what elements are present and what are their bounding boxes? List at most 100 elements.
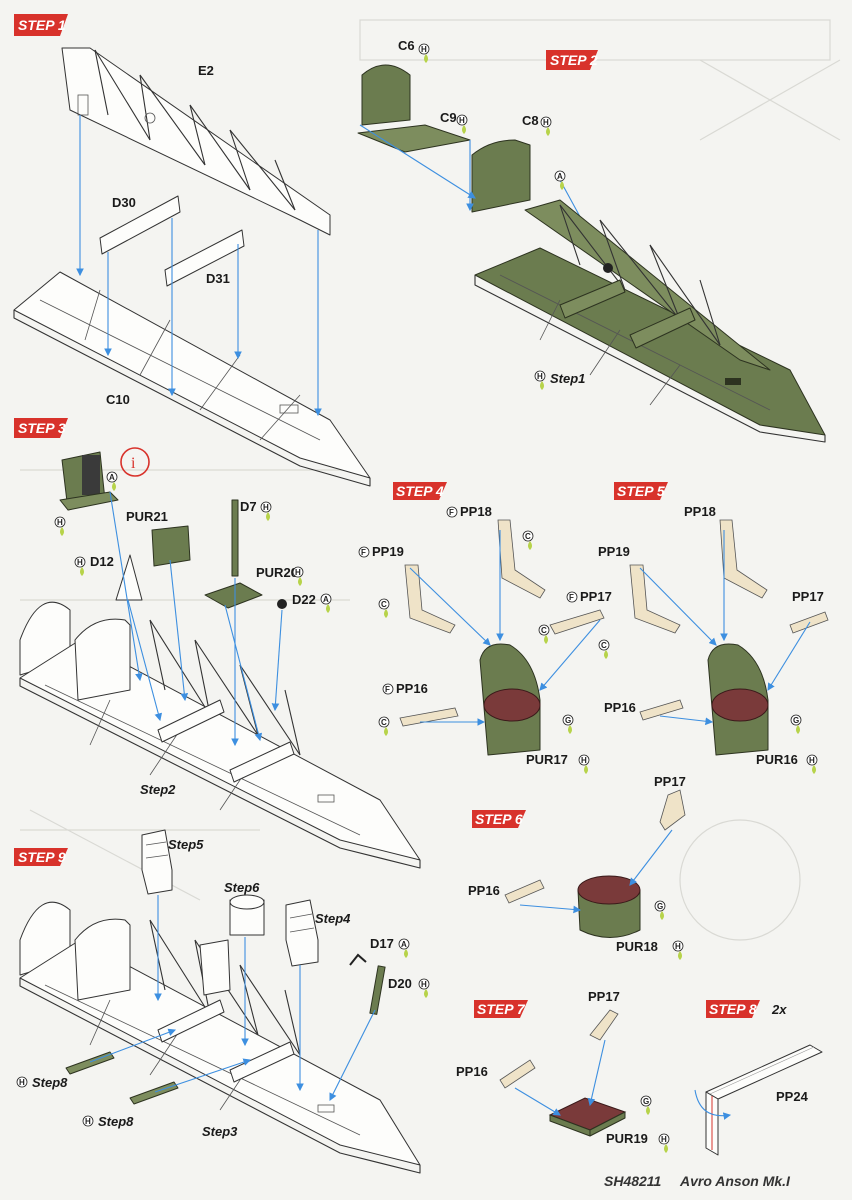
- part-D30: [99, 195, 181, 255]
- part-D22: [277, 599, 287, 609]
- label-PP19: PP19: [372, 544, 404, 559]
- label-PUR17: PUR17: [526, 752, 568, 767]
- label-C10: C10: [106, 392, 130, 407]
- step2-group: STEP 2 C6 C9 C8 Step1: [357, 38, 826, 443]
- label-PUR19: PUR19: [606, 1131, 648, 1146]
- ref-step6: Step6: [224, 880, 260, 895]
- paint-A-s2: A: [557, 172, 563, 181]
- part-PP19: [404, 564, 456, 634]
- label-D7: D7: [240, 499, 257, 514]
- paint-H-d7: H: [263, 503, 269, 512]
- part-C8: [471, 139, 531, 213]
- label-D20: D20: [388, 976, 412, 991]
- part-PUR17: [479, 643, 541, 756]
- ref-step1: Step1: [550, 371, 585, 386]
- ref-step3: Step3: [202, 1124, 238, 1139]
- info-icon-letter: i: [131, 455, 136, 472]
- paint-H-c8: H: [543, 118, 549, 127]
- label-D12: D12: [90, 554, 114, 569]
- step8-title: STEP 8: [709, 1001, 757, 1017]
- paint-G-pur16: G: [793, 716, 799, 725]
- part-D31: [164, 229, 245, 287]
- label-PP18-s5: PP18: [684, 504, 716, 519]
- paint-F-pp18: F: [449, 508, 454, 517]
- step4-title: STEP 4: [396, 483, 444, 499]
- paint-H-step1ref: H: [537, 372, 543, 381]
- part-PP19-s5: [629, 564, 681, 634]
- step1-banner: [14, 14, 68, 36]
- paint-H-pur19: H: [661, 1135, 667, 1144]
- step3-banner: [14, 418, 68, 438]
- part-C9: [357, 124, 471, 153]
- seat-step6-inset: [229, 894, 265, 936]
- paint-C-pp17b: C: [601, 641, 607, 650]
- step8-beam-b: [129, 1081, 179, 1105]
- step4-group: STEP 4 PP18 PP19 PP17 PP16 PUR17: [372, 482, 612, 767]
- paint-G-pur19: G: [643, 1097, 649, 1106]
- step5-title: STEP 5: [617, 483, 665, 499]
- part-PP17-s5: [789, 611, 829, 634]
- step9-banner: [14, 848, 68, 866]
- part-D7: [231, 499, 239, 577]
- step8-group: STEP 8 2x PP24: [694, 1000, 823, 1156]
- paint-C-pp18: C: [525, 532, 531, 541]
- part-PP24: [705, 1044, 823, 1156]
- info-icon: [120, 447, 150, 477]
- step3-group: STEP 3 i PUR21 D12 D7 PUR20 D22: [14, 418, 421, 869]
- part-PP18: [497, 519, 546, 599]
- seat-step4-inset: [285, 899, 319, 967]
- ref-step5: Step5: [168, 837, 204, 852]
- part-D12: [115, 554, 143, 601]
- step2-assembly: [474, 199, 826, 443]
- step9-title: STEP 9: [18, 849, 66, 865]
- paint-H-step8b: H: [85, 1117, 91, 1126]
- ref-step8-b: Step8: [98, 1114, 134, 1129]
- label-E2: E2: [198, 63, 214, 78]
- footer-code: SH48211: [604, 1173, 662, 1189]
- label-PP17-s7: PP17: [588, 989, 620, 1004]
- paint-C-pp19: C: [381, 600, 387, 609]
- part-D20: [369, 965, 386, 1015]
- step2-banner: [546, 50, 598, 70]
- paint-badges: H H H A H A H H H H A F C F C F C C F C …: [16, 43, 818, 1153]
- step5-banner: [614, 482, 668, 500]
- step9-group: STEP 9 Step5 Step6 Step4: [14, 829, 421, 1174]
- label-PUR20: PUR20: [256, 565, 298, 580]
- paint-C-pp17: C: [541, 626, 547, 635]
- step6-title: STEP 6: [475, 811, 523, 827]
- part-PUR18: [577, 875, 641, 938]
- label-PP16-s6: PP16: [468, 883, 500, 898]
- paint-G-pur18: G: [657, 902, 663, 911]
- step2-title: STEP 2: [550, 52, 598, 68]
- label-PP24: PP24: [776, 1089, 809, 1104]
- paint-H-s3: H: [57, 518, 63, 527]
- part-E2: [61, 47, 331, 236]
- label-C9: C9: [440, 110, 457, 125]
- step8-multiplier: 2x: [771, 1002, 787, 1017]
- step8-banner: [706, 1000, 760, 1018]
- paint-F-pp17: F: [569, 593, 574, 602]
- label-PP17-s6: PP17: [654, 774, 686, 789]
- seat-step5-inset: [141, 829, 173, 895]
- label-D30: D30: [112, 195, 136, 210]
- background-ghost: [20, 19, 841, 941]
- label-PP18: PP18: [460, 504, 492, 519]
- label-C6: C6: [398, 38, 415, 53]
- step9-assembly: [19, 901, 421, 1174]
- part-PUR20: [204, 582, 263, 609]
- paint-G-pur17: G: [565, 716, 571, 725]
- paint-A-d22: A: [323, 595, 329, 604]
- paint-F-pp19: F: [361, 548, 366, 557]
- step4-banner: [393, 482, 447, 500]
- part-PP17-s7: [589, 1009, 619, 1041]
- label-PP16-s7: PP16: [456, 1064, 488, 1079]
- label-D17: D17: [370, 936, 394, 951]
- label-PUR18: PUR18: [616, 939, 658, 954]
- part-PUR16: [707, 643, 769, 756]
- part-PP16-s6: [504, 879, 545, 904]
- paint-C-pp16: C: [381, 718, 387, 727]
- label-PP17: PP17: [580, 589, 612, 604]
- paint-H-pur16: H: [809, 756, 815, 765]
- paint-H-c9: H: [459, 116, 465, 125]
